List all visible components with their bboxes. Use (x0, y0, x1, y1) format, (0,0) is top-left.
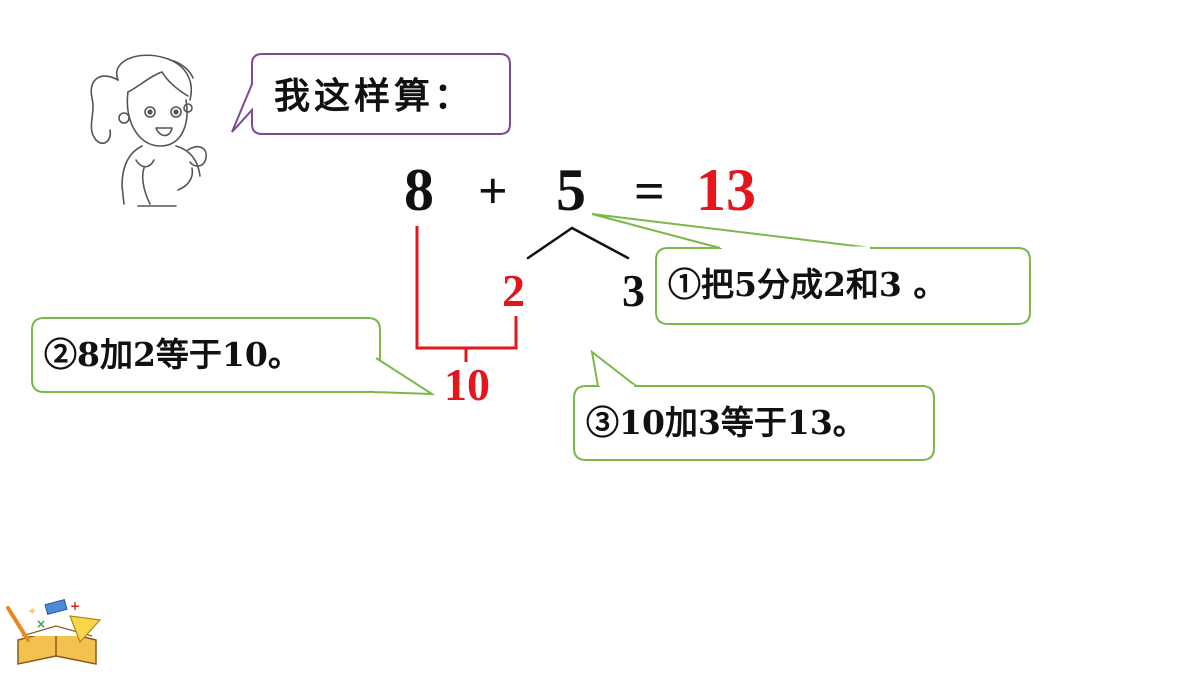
speech-text: 我这样算： (274, 75, 475, 117)
step1-bubble (655, 247, 1031, 325)
step2-text: ②8加2等于10。 (44, 335, 301, 374)
step2-pointer (371, 357, 436, 396)
speech-bubble (231, 53, 511, 135)
girl-illustration (90, 54, 207, 207)
svg-text:+: + (70, 599, 80, 613)
step3-bubble (573, 385, 935, 461)
step1-text: ①把5分成2和3 。 (668, 265, 947, 304)
equals-sign: = (634, 161, 665, 221)
svg-text:×: × (36, 617, 46, 631)
plus-sign: + (478, 163, 508, 220)
ten-result: 10 (444, 359, 490, 410)
step1-pointer (591, 213, 873, 249)
step3-text: ③10加3等于13。 (586, 403, 866, 442)
book-math-tools-icon: + × ÷ (6, 598, 102, 665)
svg-text:÷: ÷ (28, 606, 36, 617)
split-tree (526, 226, 630, 260)
sum-13: 13 (696, 157, 756, 223)
step3-pointer (590, 349, 637, 387)
split-part-2: 2 (502, 265, 525, 316)
split-part-3: 3 (622, 265, 645, 316)
make-ten-bracket (415, 226, 518, 362)
addend-8: 8 (404, 157, 434, 223)
addend-5: 5 (556, 157, 586, 223)
step2-bubble (31, 317, 381, 393)
